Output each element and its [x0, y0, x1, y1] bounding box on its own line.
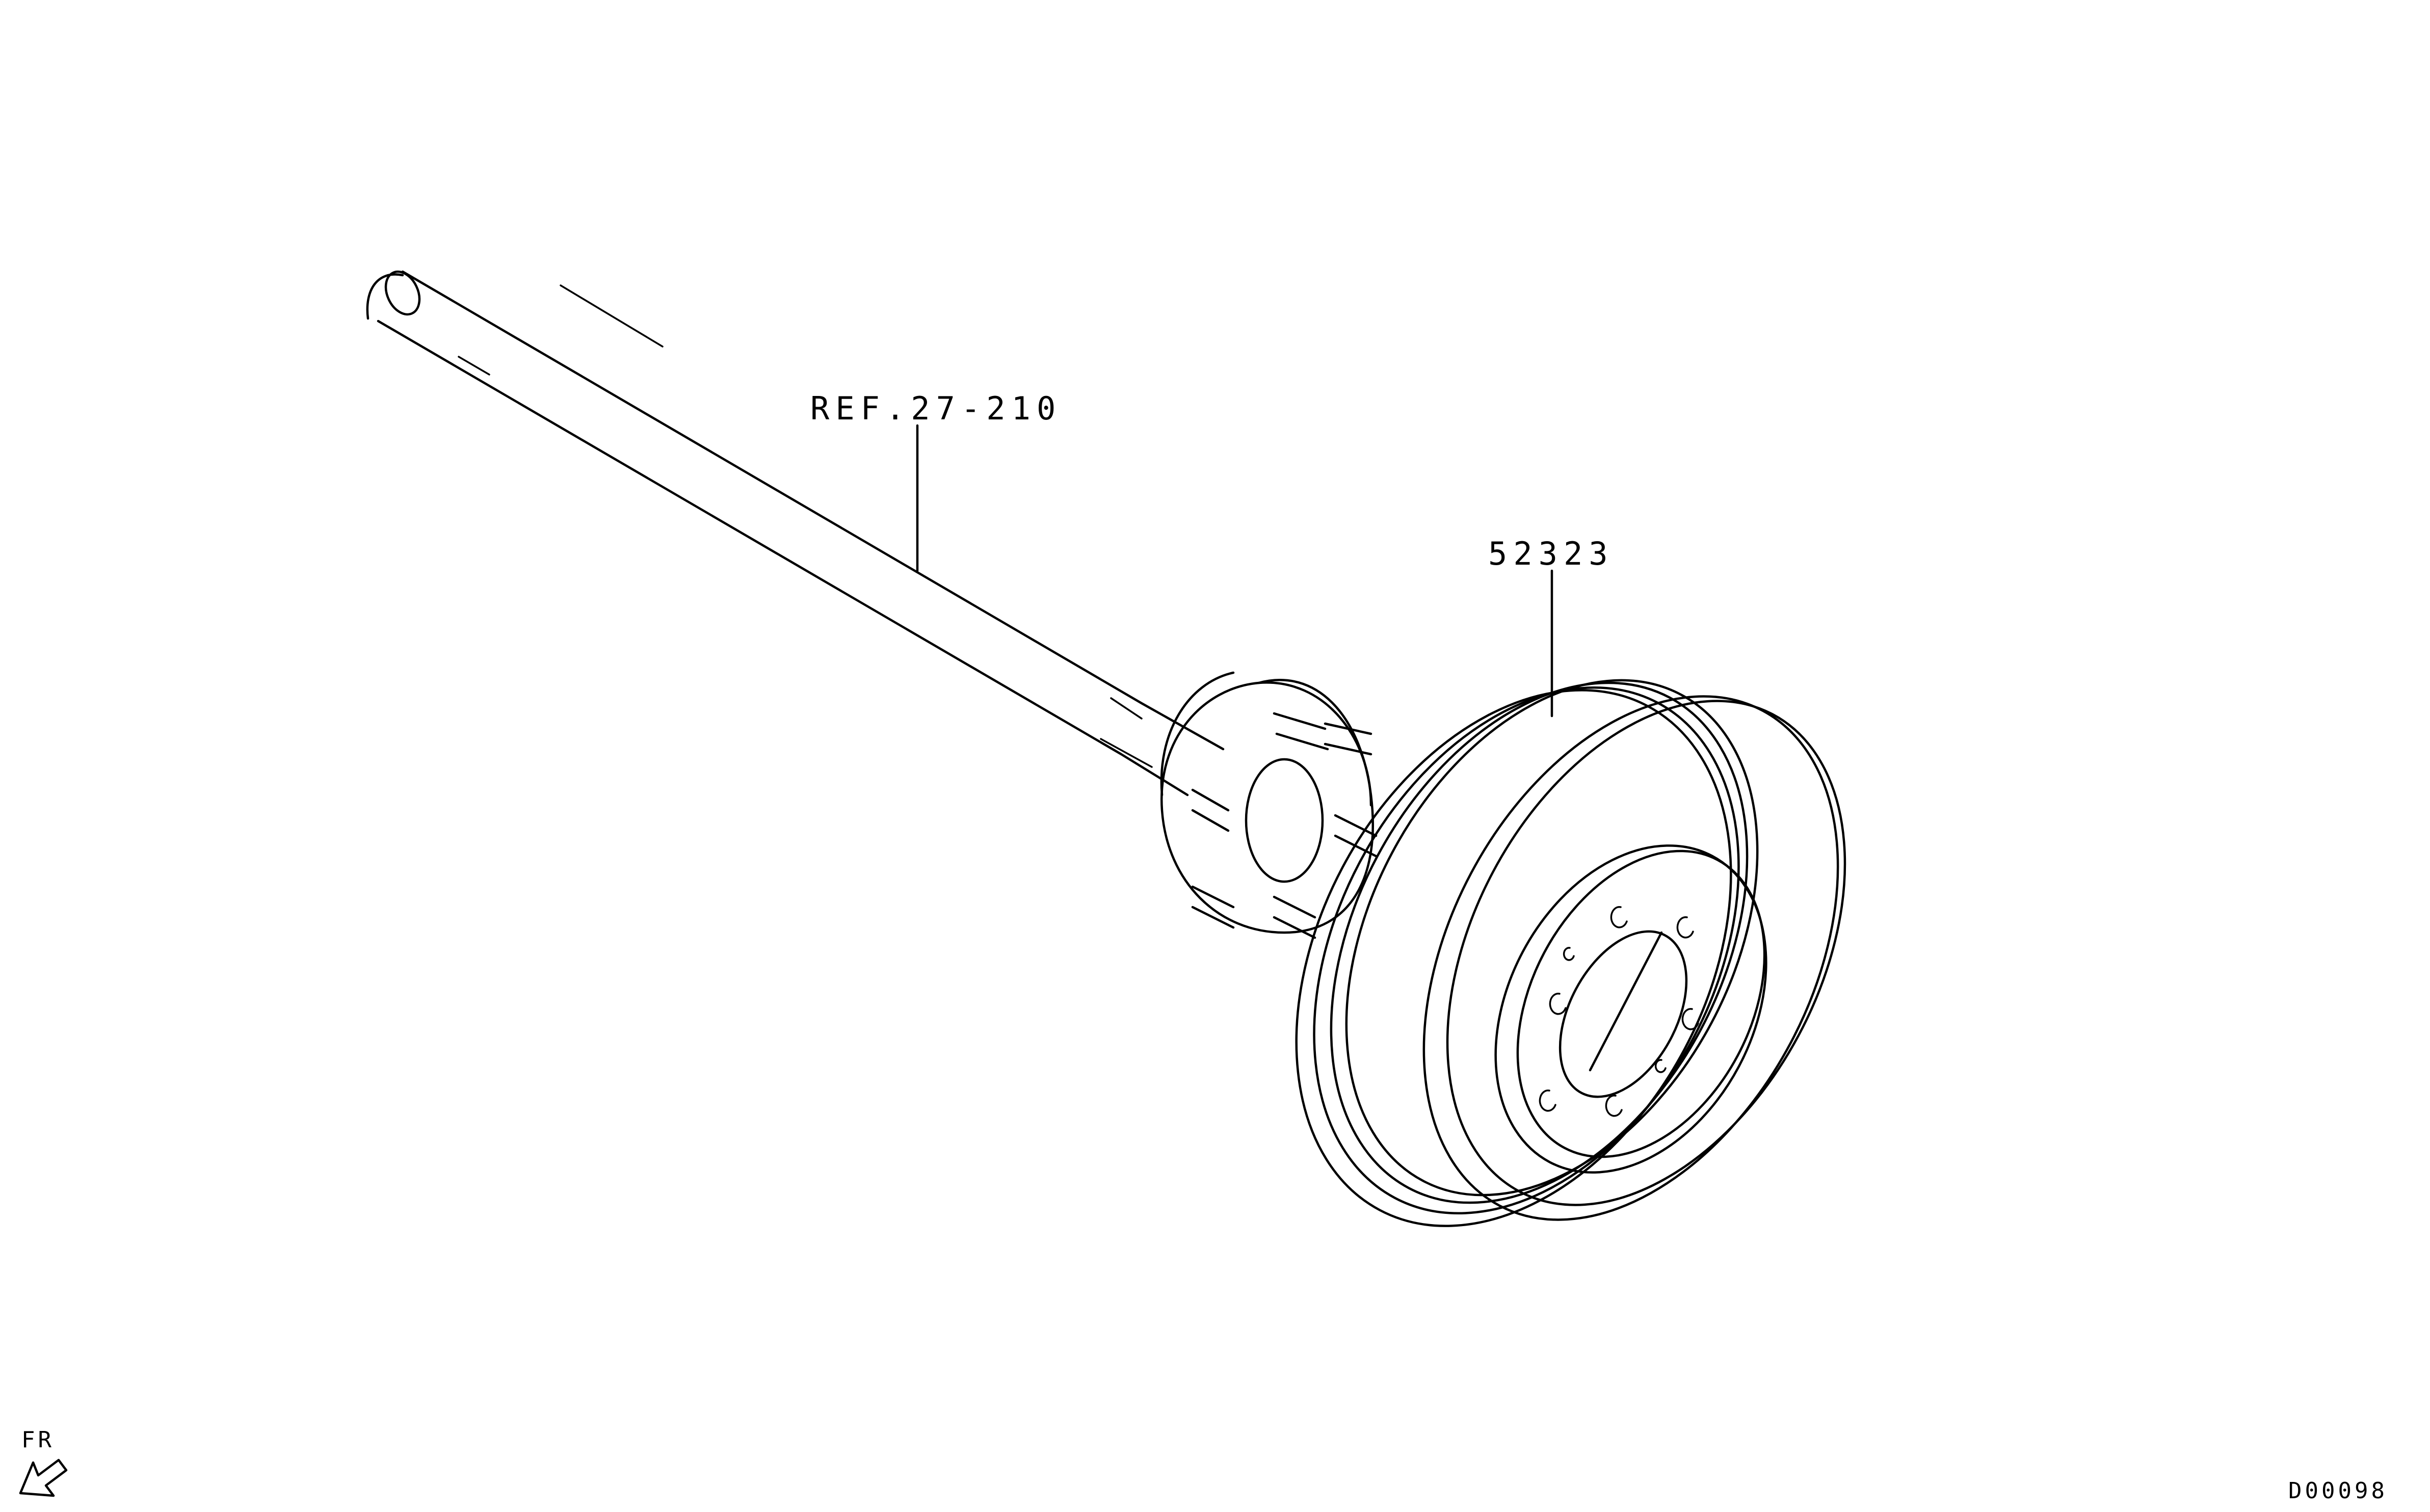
- brake-drum: [1295, 679, 1846, 1227]
- front-arrow-icon: [19, 1458, 68, 1497]
- front-direction-label: FR: [21, 1427, 55, 1453]
- part-number-label: 52323: [1488, 535, 1614, 572]
- ref-callout-label: REF.27-210: [810, 390, 1062, 427]
- axle-flange: [1160, 671, 1378, 939]
- diagram-code-label: D00098: [2288, 1478, 2388, 1504]
- axle-shaft: [366, 270, 1225, 797]
